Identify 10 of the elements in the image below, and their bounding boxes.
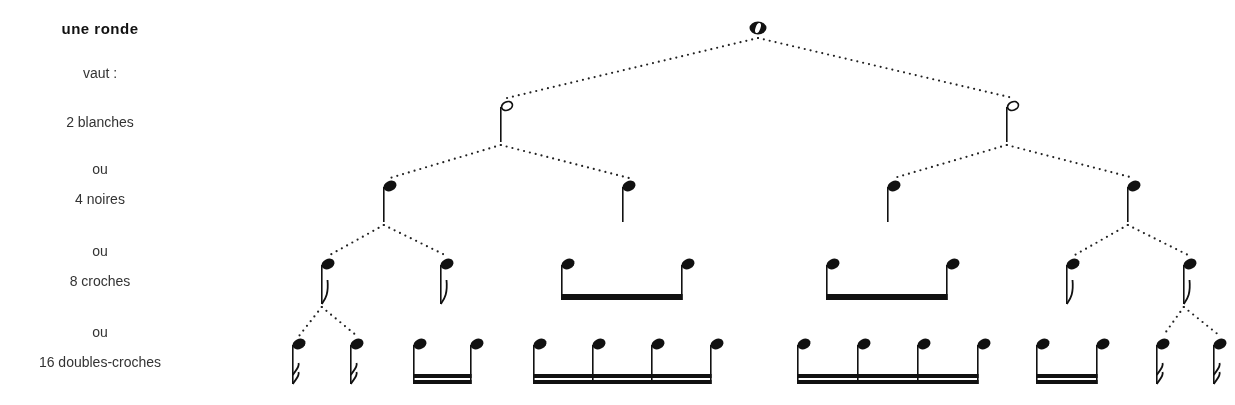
dotted-connector: [499, 143, 631, 180]
caption-text: 2 blanches: [65, 113, 135, 131]
caption-text: ou: [91, 160, 109, 178]
caption-text: 8 croches: [68, 272, 132, 290]
caption-text: 4 noires: [74, 190, 126, 208]
caption-text: 16 doubles-croches: [37, 353, 163, 371]
caption-text: vaut :: [81, 64, 119, 82]
caption-text: ou: [91, 242, 109, 260]
heading: une ronde: [60, 20, 140, 38]
caption-text: ou: [91, 323, 109, 341]
